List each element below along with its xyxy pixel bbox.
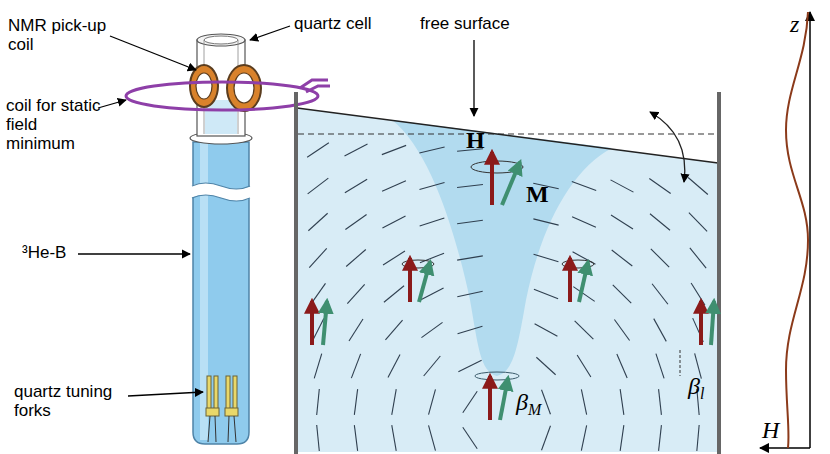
texture-segment: [309, 248, 326, 267]
texture-segment: [463, 391, 477, 413]
texture-segment: [688, 178, 708, 195]
nmr-coil: [190, 65, 261, 111]
field-profile-curve: [786, 12, 808, 448]
part-label: quartz cell: [294, 14, 404, 33]
texture-segment: [689, 213, 707, 232]
texture-segment: [419, 183, 444, 190]
part-label: free surface: [420, 14, 540, 33]
texture-segment: [307, 143, 329, 157]
texture-segment: [457, 220, 483, 224]
texture-segment: [620, 425, 624, 451]
texture-segment: [349, 319, 363, 341]
texture-segment: [345, 214, 366, 229]
texture-segment: [382, 145, 406, 154]
texture-segment: [542, 390, 551, 414]
field-arrow: [312, 152, 701, 420]
precession-orbit: [402, 161, 594, 268]
texture-segment: [317, 425, 320, 451]
texture-segment: [382, 216, 405, 228]
part-label: ³He-B: [22, 243, 82, 262]
texture-segment: [457, 291, 482, 296]
texture-segment: [542, 426, 551, 450]
texture-segment: [420, 253, 444, 263]
texture-segment: [612, 250, 633, 266]
texture-segment: [577, 355, 591, 377]
texture-segment: [420, 218, 445, 226]
texture-segment: [429, 389, 436, 414]
texture-segment: [654, 319, 667, 342]
texture-segment: [382, 181, 406, 191]
texture-segment: [611, 180, 634, 192]
texture-segment: [697, 425, 699, 451]
texture-segment: [384, 286, 404, 302]
texture-segment: [533, 219, 558, 225]
texture-segment: [650, 214, 670, 231]
quartz-tuning-fork: [206, 376, 238, 442]
texture-segment: [649, 179, 670, 194]
texture-segment: [581, 389, 586, 414]
texture-segment: [652, 284, 668, 305]
texture-segment: [659, 425, 662, 451]
texture-segment: [317, 389, 320, 415]
texture-segment: [656, 354, 664, 379]
texture-segment: [617, 354, 627, 378]
field-profile-axis: [760, 12, 810, 448]
axis-label: H: [762, 418, 779, 442]
texture-segment: [534, 254, 559, 262]
texture-segment: [575, 321, 594, 339]
texture-segment: [354, 389, 357, 415]
texture-segment: [429, 425, 436, 450]
angle-symbol: βM: [516, 390, 541, 414]
texture-segment: [344, 144, 367, 156]
texture-segment: [308, 178, 329, 194]
texture-segment: [419, 147, 444, 153]
part-label: quartz tuning forks: [14, 382, 128, 420]
texture-segment: [351, 354, 360, 378]
texture-segment: [572, 181, 596, 190]
part-label: coil for static field minimum: [6, 96, 102, 153]
texture-segment: [614, 319, 629, 340]
texture-segment: [534, 289, 558, 298]
texture-segment: [651, 249, 669, 267]
texture-segment: [458, 326, 483, 333]
texture-segment: [581, 425, 586, 450]
texture-segment: [383, 251, 405, 265]
texture-segment: [354, 425, 357, 451]
texture-segment: [611, 215, 633, 229]
texture-segment: [620, 389, 624, 415]
part-label: NMR pick-up coil: [8, 16, 120, 54]
texture-segment: [345, 179, 367, 192]
vector-symbol: H: [466, 128, 485, 152]
texture-segment: [572, 217, 596, 227]
texture-segment: [385, 320, 402, 340]
texture-segment: [535, 324, 558, 336]
angle-symbol: βl: [688, 374, 704, 398]
texture-segment: [314, 354, 322, 379]
texture-segment: [659, 389, 662, 415]
texture-segment: [463, 427, 477, 449]
magnetization-arrow: [323, 162, 714, 420]
axis-label: z: [790, 12, 799, 36]
texture-segment: [346, 249, 366, 266]
texture-segment: [347, 284, 364, 303]
texture-segment: [690, 248, 706, 268]
texture-segment: [457, 185, 483, 188]
texture-segment: [458, 360, 481, 372]
texture-segment: [424, 356, 441, 376]
texture-segment: [457, 256, 483, 260]
texture-segment: [308, 213, 327, 230]
texture-segment: [392, 389, 396, 415]
vector-symbol: M: [526, 182, 549, 206]
texture-segment: [392, 425, 396, 451]
texture-segment: [421, 322, 442, 337]
texture-segment: [388, 354, 400, 377]
texture-segment: [536, 357, 555, 374]
texture-segment: [613, 285, 631, 303]
helium-container: [296, 92, 719, 454]
static-field-coil: [126, 80, 330, 110]
